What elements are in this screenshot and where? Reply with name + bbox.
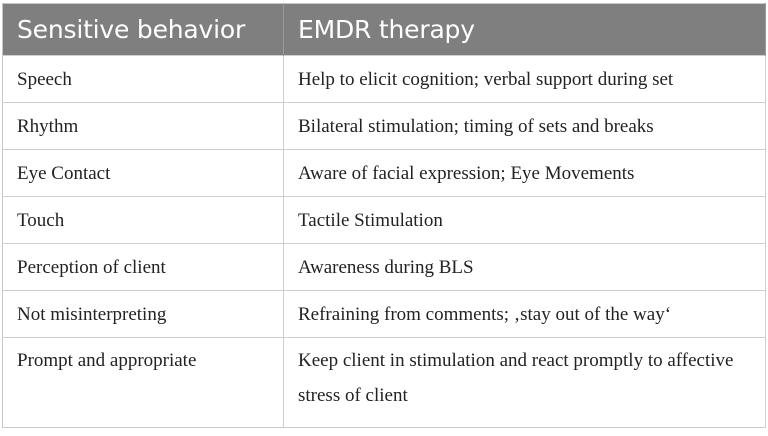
behavior-cell: Eye Contact — [2, 149, 284, 197]
header-emdr-therapy: EMDR therapy — [283, 3, 766, 56]
therapy-cell: Tactile Stimulation — [283, 196, 766, 244]
behavior-therapy-table: Sensitive behavior EMDR therapy Speech H… — [2, 3, 766, 428]
therapy-cell: Bilateral stimulation; timing of sets an… — [283, 102, 766, 150]
table-row: Perception of client Awareness during BL… — [2, 243, 766, 291]
behavior-cell: Perception of client — [2, 243, 284, 291]
table-row: Speech Help to elicit cognition; verbal … — [2, 55, 766, 103]
therapy-cell: Awareness during BLS — [283, 243, 766, 291]
table-row: Eye Contact Aware of facial expression; … — [2, 149, 766, 197]
table-row: Not misinterpreting Refraining from comm… — [2, 290, 766, 338]
therapy-cell: Keep client in stimulation and react pro… — [283, 337, 766, 428]
behavior-cell: Rhythm — [2, 102, 284, 150]
header-row: Sensitive behavior EMDR therapy — [2, 3, 766, 56]
behavior-cell: Speech — [2, 55, 284, 103]
behavior-cell: Prompt and appropriate — [2, 337, 284, 428]
therapy-cell: Refraining from comments; ‚stay out of t… — [283, 290, 766, 338]
therapy-cell: Aware of facial expression; Eye Movement… — [283, 149, 766, 197]
header-sensitive-behavior: Sensitive behavior — [2, 3, 284, 56]
table-row: Touch Tactile Stimulation — [2, 196, 766, 244]
table-row: Prompt and appropriate Keep client in st… — [2, 337, 766, 428]
behavior-cell: Touch — [2, 196, 284, 244]
therapy-cell: Help to elicit cognition; verbal support… — [283, 55, 766, 103]
table-row: Rhythm Bilateral stimulation; timing of … — [2, 102, 766, 150]
behavior-cell: Not misinterpreting — [2, 290, 284, 338]
